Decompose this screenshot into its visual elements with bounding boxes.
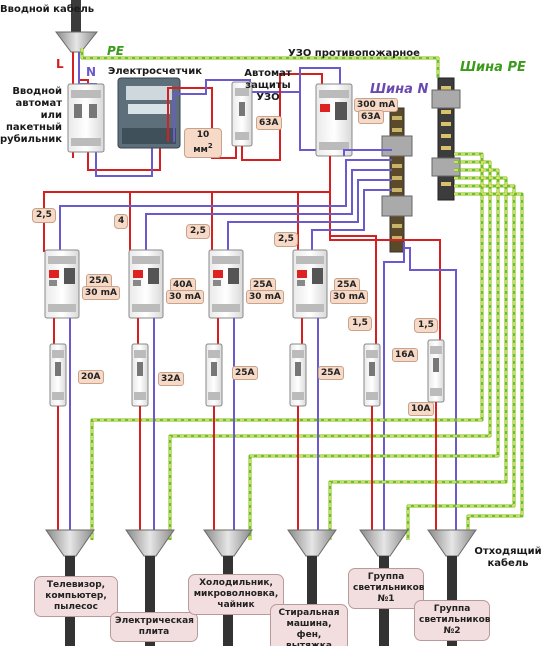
fire-rcd-neutral-to-bus [343, 149, 392, 156]
pe-bus-label: Шина PE [460, 60, 526, 75]
breaker-outputs [57, 402, 437, 532]
group-breaker-1 [49, 343, 67, 407]
to-fire-rcd-neutral [299, 67, 341, 150]
rcd3-ma: 30 mA [246, 290, 285, 304]
group-rcd-4 [292, 249, 328, 319]
meter-phase-out [167, 87, 237, 159]
pe-main-line [80, 48, 440, 78]
load-label-3: Холодильник, микроволновка, чайник [188, 574, 284, 615]
breaker1-rating: 20A [78, 370, 104, 384]
group-rcd-3 [208, 249, 244, 319]
load-label-2: Электрическая плита [110, 612, 198, 642]
input-cable-cone [55, 31, 99, 53]
rcd1-ma: 30 mA [82, 286, 121, 300]
meter-section-badge: 10 мм2 [184, 128, 222, 158]
pe-returns [90, 152, 524, 540]
n-bus-label: Шина N [370, 82, 429, 97]
load-label-1: Телевизор, компьютер, пылесос [34, 576, 118, 617]
neutral-returns [59, 159, 457, 530]
breaker6-rating: 10A [408, 402, 434, 416]
section-badge-1: 2,5 [32, 208, 56, 223]
pe-bus [431, 77, 461, 201]
breaker5-rating: 16A [392, 348, 418, 362]
outgoing-cable-label: Отходящий кабель [474, 546, 542, 569]
breaker2-rating: 32A [158, 372, 184, 386]
rcd2-ma: 30 mA [166, 290, 205, 304]
group-breaker-2 [131, 343, 149, 407]
pe-label: PE [107, 44, 124, 58]
section-badge-6: 1,5 [414, 318, 438, 333]
main-switch-label: Вводной автомат или пакетный рубильник [0, 86, 63, 145]
section-badge-4: 2,5 [274, 232, 298, 247]
fire-rcd-label: УЗО противопожарное [288, 48, 420, 59]
rcd3-a: 25A [250, 278, 276, 292]
rcd-breaker-links [53, 318, 319, 530]
input-cable-stem [71, 0, 81, 32]
electricity-meter [117, 77, 181, 149]
breaker4-rating: 25A [318, 366, 344, 380]
meter-label: Электросчетчик [108, 66, 203, 77]
main-switch [67, 83, 105, 153]
group-breaker-6 [427, 339, 445, 403]
group-breaker-4 [289, 343, 307, 407]
section-badge-2: 4 [114, 214, 129, 229]
rcd-protect-rating: 63A [256, 116, 282, 130]
section-badge-3: 2,5 [186, 224, 210, 239]
load-label-6: Группа светильников №2 [414, 600, 490, 641]
group-rcd-2 [128, 249, 164, 319]
group-breaker-3 [205, 343, 223, 407]
input-cable-label: Вводной кабель [0, 4, 95, 15]
load-label-5: Группа светильников №1 [348, 568, 424, 609]
fire-rcd [315, 83, 353, 157]
fire-rcd-a: 63A [358, 110, 384, 124]
phase-L-label: L [56, 57, 64, 71]
load-label-4: Стиральная машина, фен, вытяжка [270, 604, 348, 646]
neutral-N-label: N [86, 65, 97, 79]
rcd4-ma: 30 mA [330, 290, 369, 304]
section-badge-5: 1,5 [348, 316, 372, 331]
group-breaker-5 [363, 343, 381, 407]
breaker3-rating: 25A [232, 366, 258, 380]
rcd-protect-label: Автомат защиты УЗО [244, 68, 292, 103]
group-rcd-1 [44, 249, 80, 319]
rcd-protect-breaker [231, 81, 253, 147]
